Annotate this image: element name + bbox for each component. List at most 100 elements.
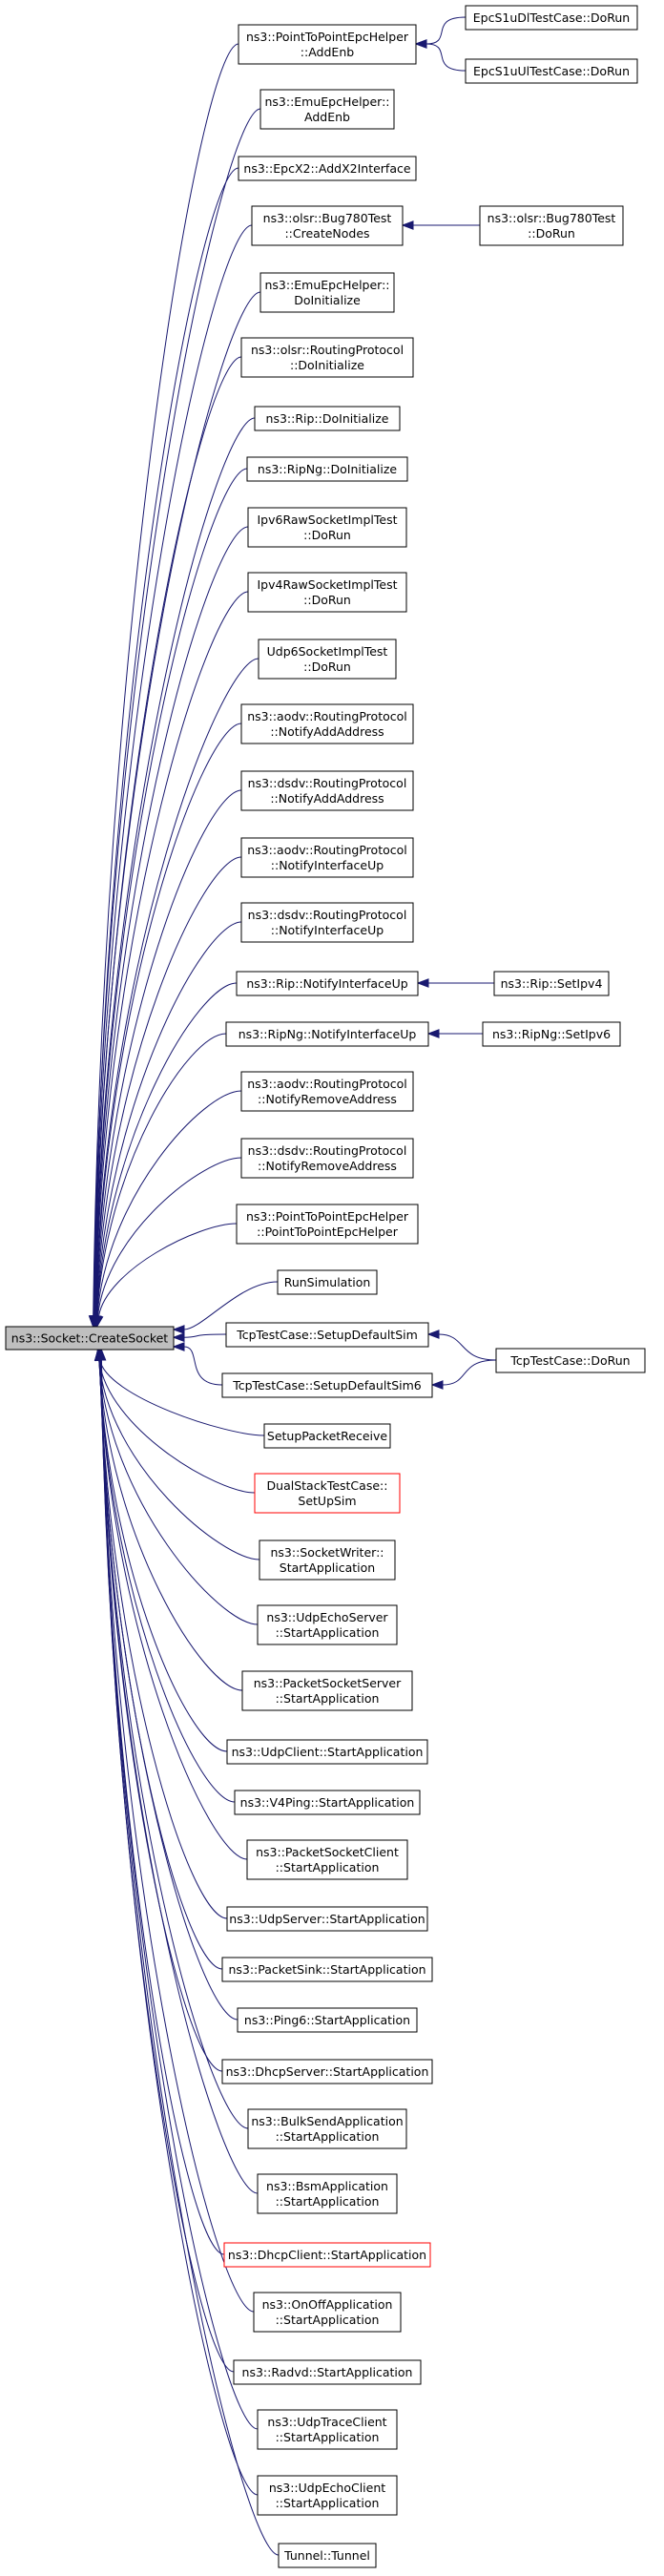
- node-packetsocketserver-startapp[interactable]: ns3::PacketSocketServer::StartApplicatio…: [241, 1670, 413, 1711]
- node-box: [247, 2108, 407, 2149]
- node-rip-setipv4[interactable]: ns3::Rip::SetIpv4: [493, 971, 610, 996]
- node-label-line: Tunnel::Tunnel: [283, 2548, 370, 2563]
- node-label-line: ns3::BsmApplication: [266, 2179, 388, 2193]
- node-label-line: ns3::OnOffApplication: [262, 2297, 393, 2312]
- node-box: [238, 24, 417, 65]
- node-ripng-setipv6[interactable]: ns3::RipNg::SetIpv6: [482, 1021, 621, 1047]
- node-aodv-notifyaddaddress[interactable]: ns3::aodv::RoutingProtocol::NotifyAddAdd…: [240, 703, 414, 744]
- node-ping6-startapp[interactable]: ns3::Ping6::StartApplication: [237, 2007, 418, 2033]
- call-edge: [183, 1333, 227, 1338]
- node-udpechoclient-startapp[interactable]: ns3::UdpEchoClient::StartApplication: [257, 2475, 398, 2516]
- node-box: [247, 572, 407, 613]
- node-box: [258, 639, 397, 680]
- node-box: [247, 507, 407, 548]
- node-label-line: ns3::UdpEchoClient: [269, 2481, 385, 2495]
- edge-arrowhead: [172, 1325, 185, 1334]
- call-edge: [98, 1359, 256, 1494]
- node-label-line: ::DoRun: [303, 660, 351, 674]
- node-dsdv-notifyremoveaddress[interactable]: ns3::dsdv::RoutingProtocol::NotifyRemove…: [240, 1138, 414, 1179]
- node-setuppacketreceive[interactable]: SetupPacketReceive: [263, 1423, 391, 1449]
- node-olsr-bug780-dorun[interactable]: ns3::olsr::Bug780Test::DoRun: [479, 205, 624, 246]
- node-olsr-bug780-createnodes[interactable]: ns3::olsr::Bug780Test::CreateNodes: [251, 205, 404, 246]
- node-ripng-notifyinterfaceup[interactable]: ns3::RipNg::NotifyInterfaceUp: [225, 1021, 429, 1047]
- node-label-line: ns3::Radvd::StartApplication: [242, 2365, 413, 2379]
- node-label-line: ns3::dsdv::RoutingProtocol: [248, 1143, 407, 1158]
- node-udp6-dorun[interactable]: Udp6SocketImplTest::DoRun: [258, 639, 397, 680]
- node-aodv-notifyinterfaceup[interactable]: ns3::aodv::RoutingProtocol::NotifyInterf…: [240, 837, 414, 878]
- edge-arrowhead: [96, 1348, 107, 1361]
- node-dhcpclient-startapp[interactable]: ns3::DhcpClient::StartApplication: [223, 2242, 431, 2268]
- call-edge: [183, 1346, 223, 1386]
- node-p2p-ctor[interactable]: ns3::PointToPointEpcHelper::PointToPoint…: [236, 1204, 419, 1245]
- node-label-line: ::StartApplication: [276, 1691, 380, 1706]
- node-olsr-rp-doinitialize[interactable]: ns3::olsr::RoutingProtocol::DoInitialize: [240, 337, 414, 378]
- node-box: [263, 1423, 391, 1449]
- node-onoff-startapp[interactable]: ns3::OnOffApplication::StartApplication: [253, 2292, 402, 2333]
- node-packetsink-startapp[interactable]: ns3::PacketSink::StartApplication: [221, 1957, 433, 1982]
- node-tcp-setupdefaultsim[interactable]: TcpTestCase::SetupDefaultSim: [225, 1322, 429, 1348]
- node-emu-addenb[interactable]: ns3::EmuEpcHelper::AddEnb: [259, 89, 395, 130]
- call-edge: [97, 1223, 238, 1317]
- node-label-line: ns3::dsdv::RoutingProtocol: [248, 908, 407, 922]
- node-udpechoserver-startapp[interactable]: ns3::UdpEchoServer::StartApplication: [257, 1604, 398, 1645]
- node-emu-doinitialize[interactable]: ns3::EmuEpcHelper::DoInitialize: [259, 272, 395, 313]
- node-tcp-dorun[interactable]: TcpTestCase::DoRun: [495, 1348, 646, 1373]
- node-aodv-notifyremoveaddress[interactable]: ns3::aodv::RoutingProtocol::NotifyRemove…: [240, 1071, 414, 1112]
- node-p2p-addenb[interactable]: ns3::PointToPointEpcHelper::AddEnb: [238, 24, 417, 65]
- node-rip-doinitialize[interactable]: ns3::Rip::DoInitialize: [254, 406, 401, 431]
- node-dsdv-notifyinterfaceup[interactable]: ns3::dsdv::RoutingProtocol::NotifyInterf…: [240, 902, 414, 943]
- node-packetsocketclient-startapp[interactable]: ns3::PacketSocketClient::StartApplicatio…: [246, 1839, 408, 1880]
- node-dualstack-setupsim[interactable]: DualStackTestCase::SetUpSim: [254, 1473, 401, 1514]
- node-box: [223, 2242, 431, 2268]
- node-ipv6raw-dorun[interactable]: Ipv6RawSocketImplTest::DoRun: [247, 507, 407, 548]
- node-dsdv-notifyaddaddress[interactable]: ns3::dsdv::RoutingProtocol::NotifyAddAdd…: [240, 770, 414, 811]
- node-label-line: DoInitialize: [294, 293, 361, 307]
- node-runsimulation[interactable]: RunSimulation: [277, 1269, 378, 1295]
- node-ripng-doinitialize[interactable]: ns3::RipNg::DoInitialize: [246, 456, 408, 482]
- node-box: [259, 272, 395, 313]
- node-label-line: ::StartApplication: [276, 2430, 380, 2444]
- node-epcs1uul-dorun[interactable]: EpcS1uUlTestCase::DoRun: [465, 58, 638, 84]
- node-label-line: ns3::aodv::RoutingProtocol: [247, 1077, 407, 1091]
- node-epcs1udl-dorun[interactable]: EpcS1uDlTestCase::DoRun: [465, 5, 638, 31]
- node-udpclient-startapp[interactable]: ns3::UdpClient::StartApplication: [226, 1739, 428, 1765]
- node-box: [493, 971, 610, 996]
- node-box: [251, 205, 404, 246]
- node-tunnel-ctor[interactable]: Tunnel::Tunnel: [278, 2543, 377, 2568]
- node-v4ping-startapp[interactable]: ns3::V4Ping::StartApplication: [234, 1790, 421, 1815]
- call-edge: [100, 1359, 235, 2373]
- node-tcp-setupdefaultsim6[interactable]: TcpTestCase::SetupDefaultSim6: [221, 1372, 433, 1398]
- call-edge: [100, 1359, 280, 2556]
- node-label-line: ns3::PacketSocketServer: [254, 1676, 402, 1690]
- node-label-line: ::StartApplication: [276, 2194, 380, 2209]
- node-label-line: ns3::UdpClient::StartApplication: [232, 1745, 424, 1759]
- call-edge: [98, 1359, 228, 1919]
- node-ipv4raw-dorun[interactable]: Ipv4RawSocketImplTest::DoRun: [247, 572, 407, 613]
- call-edge: [96, 1090, 242, 1317]
- node-box: [240, 703, 414, 744]
- node-dhcpserver-startapp[interactable]: ns3::DhcpServer::StartApplication: [221, 2059, 433, 2084]
- call-graph-nodes: ns3::PointToPointEpcHelper::AddEnbns3::E…: [5, 5, 646, 2568]
- node-root[interactable]: ns3::Socket::CreateSocket: [5, 1326, 175, 1351]
- node-box: [238, 156, 417, 181]
- call-edge: [425, 16, 467, 45]
- node-epcx2-addx2[interactable]: ns3::EpcX2::AddX2Interface: [238, 156, 417, 181]
- node-radvd-startapp[interactable]: ns3::Radvd::StartApplication: [233, 2359, 422, 2385]
- node-box: [240, 837, 414, 878]
- node-label-line: ns3::RipNg::DoInitialize: [258, 462, 398, 476]
- node-label-line: ns3::PointToPointEpcHelper: [246, 1209, 409, 1224]
- node-label-line: ns3::V4Ping::StartApplication: [240, 1795, 415, 1810]
- node-label-line: ns3::BulkSendApplication: [251, 2114, 403, 2128]
- node-bulksend-startapp[interactable]: ns3::BulkSendApplication::StartApplicati…: [247, 2108, 407, 2149]
- node-box: [278, 2543, 377, 2568]
- node-socketwriter-startapp[interactable]: ns3::SocketWriter::StartApplication: [259, 1539, 396, 1581]
- call-edge: [93, 224, 253, 1317]
- node-label-line: TcpTestCase::SetupDefaultSim: [236, 1328, 418, 1342]
- call-edge: [98, 1359, 259, 1625]
- node-label-line: Ipv4RawSocketImplTest: [258, 577, 398, 592]
- node-udpserver-startapp[interactable]: ns3::UdpServer::StartApplication: [226, 1906, 428, 1932]
- node-label-line: ns3::RipNg::NotifyInterfaceUp: [239, 1027, 417, 1041]
- node-bsm-startapp[interactable]: ns3::BsmApplication::StartApplication: [257, 2173, 398, 2214]
- node-udptraceclient-startapp[interactable]: ns3::UdpTraceClient::StartApplication: [257, 2409, 398, 2450]
- node-rip-notifyinterfaceup[interactable]: ns3::Rip::NotifyInterfaceUp: [236, 971, 419, 996]
